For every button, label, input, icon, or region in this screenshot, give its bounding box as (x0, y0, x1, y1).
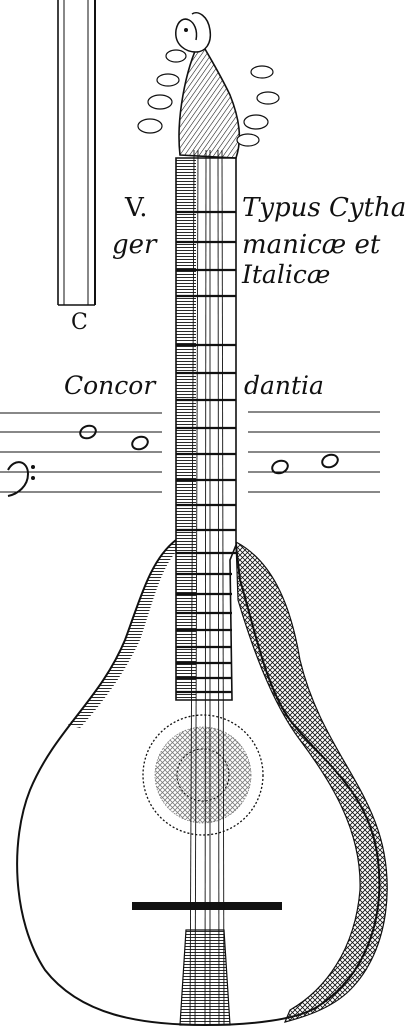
tuning-pegs (137, 49, 280, 147)
caption-italicae: Italicæ (242, 260, 331, 289)
bass-clef (7, 461, 35, 497)
rosette (142, 714, 264, 836)
concordantia-right: dantia (244, 371, 324, 400)
c-tube (57, 0, 96, 306)
marker-letter-c: C (71, 310, 88, 335)
music-staff-left (0, 412, 162, 493)
pegbox (175, 12, 241, 159)
caption-manicae: manicæ et (242, 230, 381, 260)
concordantia-left: Concor (64, 371, 156, 400)
caption-title: Typus Cythar (242, 193, 408, 223)
bridge (132, 902, 282, 910)
body-side-hatching (235, 540, 388, 1023)
notes-left (79, 424, 149, 451)
body-left-shading (68, 540, 176, 728)
plate-numeral: V. (125, 193, 148, 223)
notes-right (271, 453, 339, 475)
music-staff-right (248, 411, 380, 493)
strings (189, 149, 225, 1026)
caption-ger: ger (112, 230, 157, 260)
